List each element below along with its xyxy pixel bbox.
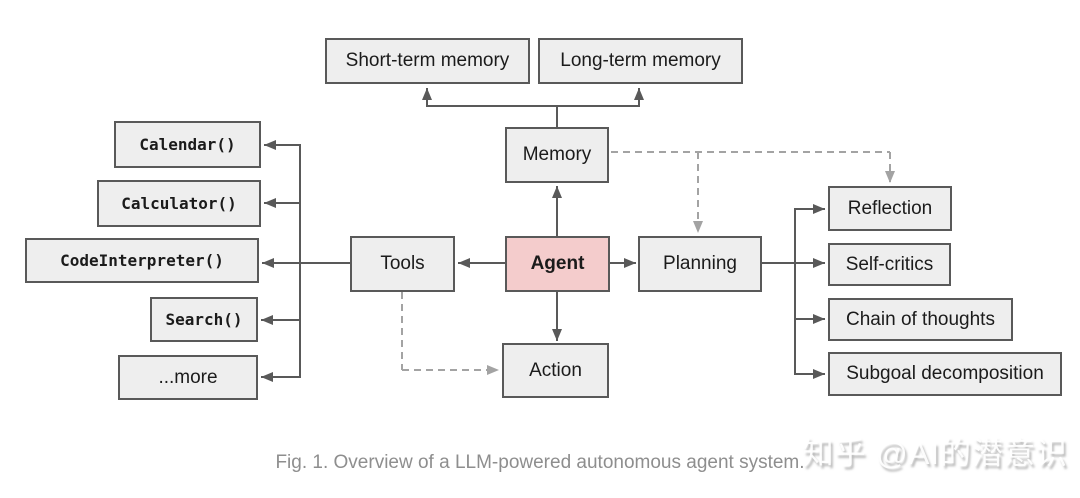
node-search: Search() — [150, 297, 258, 342]
node-self-critics: Self-critics — [828, 243, 951, 286]
node-short-term-memory: Short-term memory — [325, 38, 530, 84]
node-action: Action — [502, 343, 609, 398]
node-calculator: Calculator() — [97, 180, 261, 227]
node-calendar: Calendar() — [114, 121, 261, 168]
node-memory: Memory — [505, 127, 609, 183]
node-agent: Agent — [505, 236, 610, 292]
node-more: ...more — [118, 355, 258, 400]
node-reflection: Reflection — [828, 186, 952, 231]
node-chain-of-thoughts: Chain of thoughts — [828, 298, 1013, 341]
node-long-term-memory: Long-term memory — [538, 38, 743, 84]
zhihu-watermark: 知乎 @AI的潜意识 — [802, 436, 1068, 471]
node-subgoal-decomposition: Subgoal decomposition — [828, 352, 1062, 396]
figure-caption: Fig. 1. Overview of a LLM-powered autono… — [275, 452, 805, 473]
node-code-interpreter: CodeInterpreter() — [25, 238, 259, 283]
node-tools: Tools — [350, 236, 455, 292]
node-planning: Planning — [638, 236, 762, 292]
